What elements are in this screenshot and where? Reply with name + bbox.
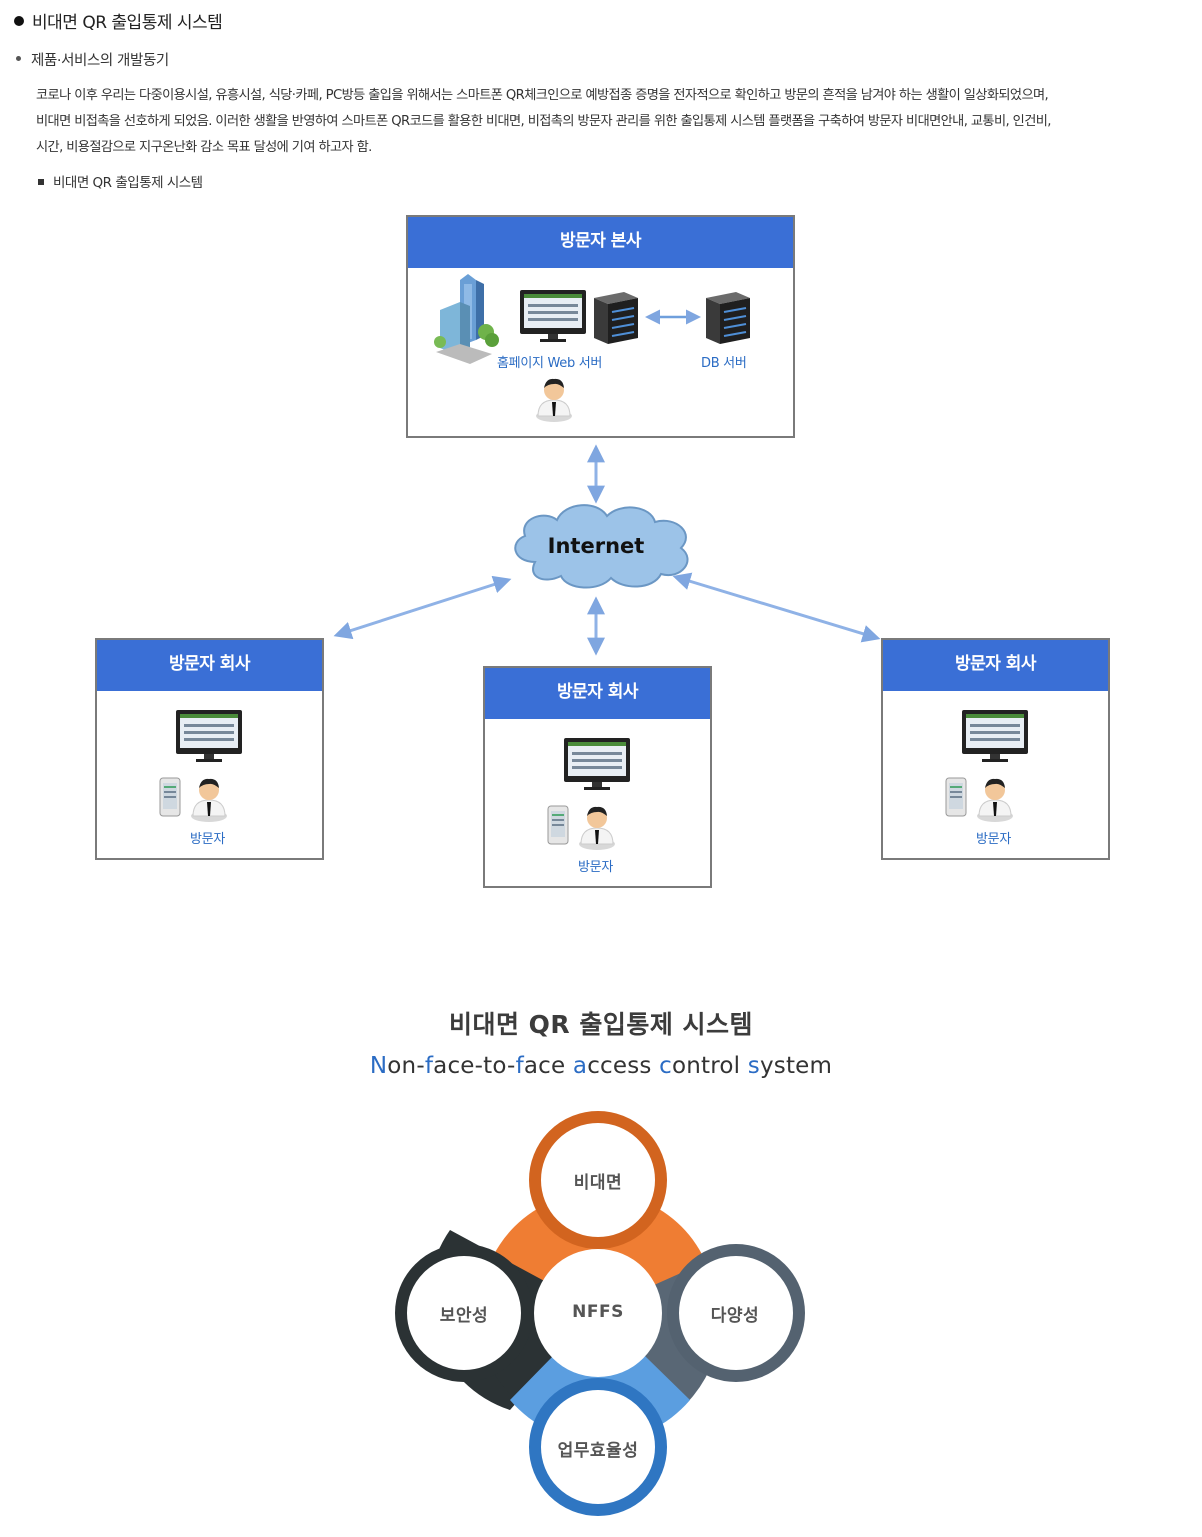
ring-bottom-label: 업무효율성 xyxy=(557,1441,639,1461)
square-bullet-icon xyxy=(38,179,44,185)
company-title: 방문자 회사 xyxy=(97,640,322,691)
ring-left-label: 보안성 xyxy=(439,1306,489,1326)
main-heading-text: 비대면 QR 출입통제 시스템 xyxy=(32,13,223,33)
subtitle-fragment: f xyxy=(424,1053,434,1079)
subtitle-fragment: ontrol xyxy=(671,1053,748,1079)
monitor-icon xyxy=(520,290,586,342)
ring-right-label: 다양성 xyxy=(710,1306,760,1326)
smartphone-icon xyxy=(547,805,569,845)
ring-center-label: NFFS xyxy=(572,1302,624,1322)
hq-illustration xyxy=(434,274,750,422)
db-server-label: DB 서버 xyxy=(701,356,747,371)
building-icon xyxy=(434,274,499,364)
internet-label: Internet xyxy=(548,534,645,558)
paragraph-line: 비대면 비접촉을 선호하게 되었음. 이러한 생활을 반영하여 스마트폰 QR코… xyxy=(36,114,1051,129)
ring-left xyxy=(395,1244,533,1382)
ring-bottom xyxy=(529,1378,667,1516)
nffs-title: 비대면 QR 출입통제 시스템 xyxy=(448,1010,754,1039)
main-heading: 비대면 QR 출입통제 시스템 xyxy=(14,8,223,33)
bullet-icon xyxy=(14,16,24,26)
subtitle-fragment: ccess xyxy=(587,1053,660,1079)
paragraph-line: 시간, 비용절감으로 지구온난화 감소 목표 달성에 기여 하고자 함. xyxy=(36,140,372,155)
company-title: 방문자 회사 xyxy=(883,640,1108,691)
monitor-icon xyxy=(176,710,242,762)
nffs-subtitle: Non-face-to-face access control system xyxy=(0,1053,1202,1079)
monitor-icon xyxy=(564,738,630,790)
subtitle-fragment: a xyxy=(572,1053,588,1079)
subtitle-fragment: ace-to- xyxy=(433,1053,516,1079)
subtitle-fragment: on- xyxy=(387,1053,425,1079)
subtitle-fragment: ace xyxy=(523,1053,573,1079)
monitor-icon xyxy=(962,710,1028,762)
internet-left-arrow xyxy=(333,575,512,640)
paragraph-line: 코로나 이후 우리는 다중이용시설, 유흥시설, 식당·카페, PC방등 출입을… xyxy=(36,88,1049,103)
hq-title: 방문자 본사 xyxy=(408,217,793,268)
nffs-ring-diagram xyxy=(395,1111,805,1516)
subtitle-fragment: f xyxy=(515,1053,524,1079)
visitor-label: 방문자 xyxy=(578,860,613,875)
company-illustration-right xyxy=(945,710,1028,822)
ring-top-label: 비대면 xyxy=(573,1173,623,1193)
bullet-icon xyxy=(16,56,21,61)
smartphone-icon xyxy=(159,777,181,817)
visitor-person-icon xyxy=(977,778,1013,822)
company-box-left: 방문자 회사 xyxy=(95,638,324,860)
section-heading: 제품·서비스의 개발동기 xyxy=(16,49,169,70)
web-server-label: 홈페이지 Web 서버 xyxy=(497,356,603,371)
ring-top xyxy=(529,1111,667,1249)
network-connectors xyxy=(333,444,881,656)
motivation-paragraph: 코로나 이후 우리는 다중이용시설, 유흥시설, 식당·카페, PC방등 출입을… xyxy=(36,83,1186,161)
section-heading-text: 제품·서비스의 개발동기 xyxy=(31,53,169,69)
company-illustration-left xyxy=(159,710,242,822)
internet-cloud-icon: Internet xyxy=(514,504,689,589)
ring-center xyxy=(534,1249,662,1377)
web-server-icon xyxy=(594,292,638,344)
ring-right xyxy=(667,1244,805,1382)
subtitle-fragment: c xyxy=(659,1053,672,1079)
subsection-heading: 비대면 QR 출입통제 시스템 xyxy=(38,171,203,191)
internet-right-arrow xyxy=(672,572,881,643)
db-server-icon xyxy=(706,292,750,344)
subtitle-fragment: N xyxy=(369,1053,388,1079)
company-illustration-center xyxy=(547,738,630,850)
visitor-person-icon xyxy=(191,778,227,822)
visitor-person-icon xyxy=(579,806,615,850)
company-title: 방문자 회사 xyxy=(485,668,710,719)
admin-person-icon xyxy=(536,378,572,422)
smartphone-icon xyxy=(945,777,967,817)
subsection-heading-text: 비대면 QR 출입통제 시스템 xyxy=(53,175,203,191)
subtitle-fragment: s xyxy=(747,1053,760,1079)
subtitle-fragment: ystem xyxy=(759,1053,833,1079)
visitor-label: 방문자 xyxy=(190,832,225,847)
visitor-label: 방문자 xyxy=(976,832,1011,847)
